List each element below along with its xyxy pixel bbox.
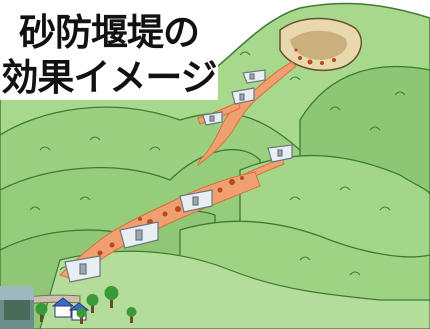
sabo-dam-group	[64, 69, 293, 283]
trees	[35, 286, 137, 324]
title-box: 砂防堰堤の 効果イメージ	[0, 0, 218, 100]
photo-thumbnail	[0, 286, 34, 329]
sabo-dam-icon	[202, 111, 223, 126]
sabo-dam-icon	[267, 144, 293, 163]
tree-icon	[76, 308, 87, 324]
tree-icon	[86, 294, 99, 313]
sabo-dam-icon	[119, 221, 159, 249]
tree-icon	[35, 303, 48, 322]
house-icon	[51, 297, 75, 318]
page-title-line-1: 砂防堰堤の	[19, 11, 200, 54]
landslide-source-icon	[279, 17, 362, 72]
tree-icon	[104, 286, 119, 308]
page-title-line-2: 効果イメージ	[1, 56, 217, 99]
tree-icon	[126, 307, 137, 323]
sabo-dam-icon	[179, 189, 213, 213]
sabo-dam-icon	[64, 255, 101, 283]
sabo-dam-icon	[231, 87, 255, 105]
sabo-dam-icon	[242, 69, 266, 84]
